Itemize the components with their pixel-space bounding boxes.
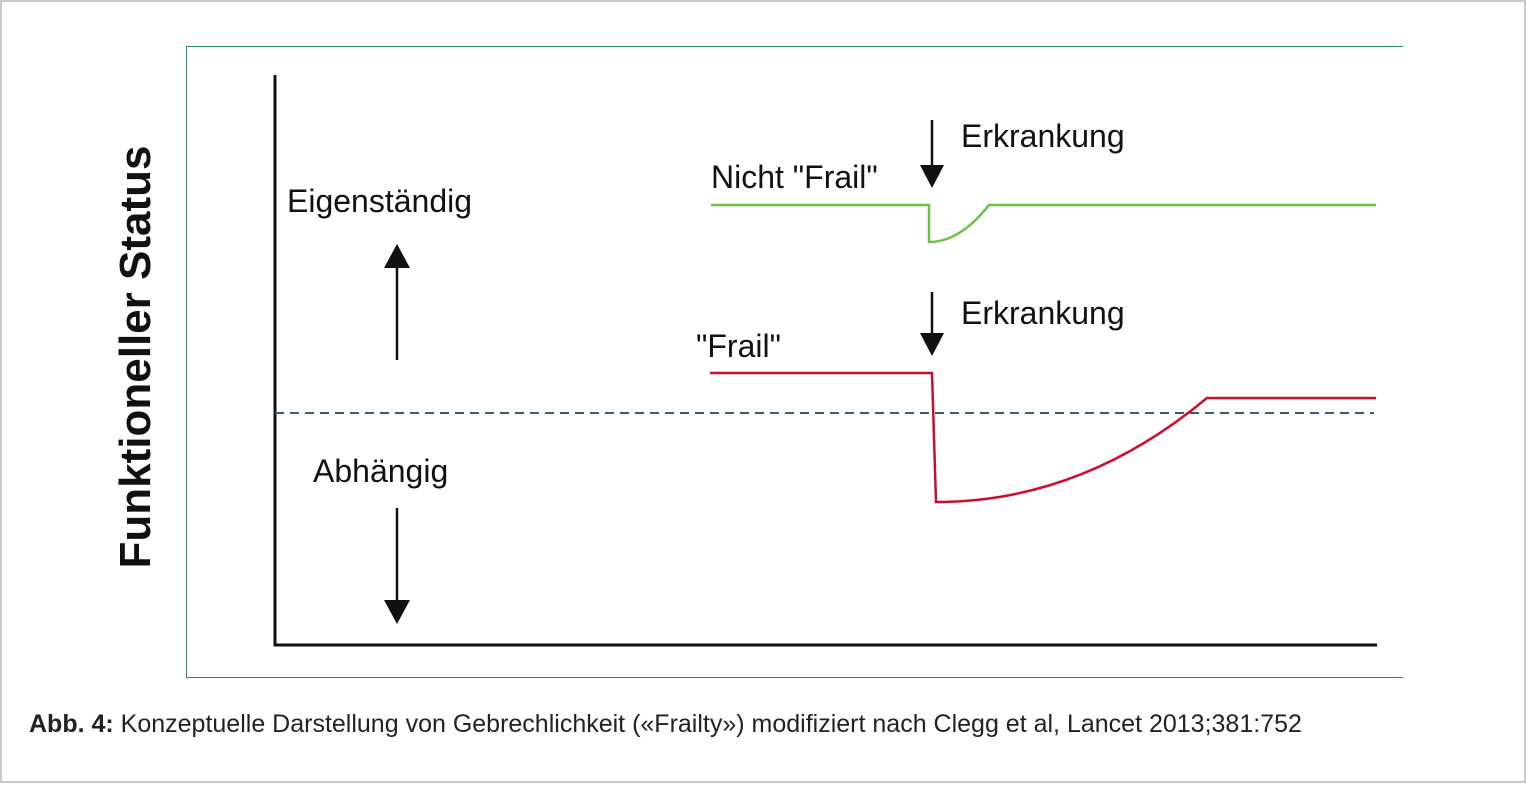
frail-curve (710, 371, 1376, 504)
event-label-2: Erkrankung (961, 295, 1125, 331)
down-arrow-icon-event-2 (920, 333, 944, 356)
caption-prefix: Abb. 4: (29, 710, 114, 738)
caption-text: Konzeptuelle Darstellung von Gebrechlich… (113, 710, 1302, 738)
event-label-1: Erkrankung (961, 118, 1125, 154)
frailty-diagram: Funktioneller Status Eigenständig Abhäng… (111, 75, 1377, 647)
figure-caption: Abb. 4: Konzeptuelle Darstellung von Geb… (29, 710, 1509, 739)
down-arrow-icon-event-1 (920, 165, 944, 188)
frail-label: "Frail" (696, 328, 781, 364)
non-frail-label: Nicht "Frail" (711, 159, 878, 195)
upper-region-label: Eigenständig (287, 183, 472, 219)
lower-region-label: Abhängig (313, 453, 448, 489)
figure-frame (186, 46, 1403, 678)
non-frail-curve (711, 203, 1376, 244)
down-arrow-icon (384, 600, 410, 624)
up-arrow-icon (384, 244, 410, 268)
y-axis-title: Funktioneller Status (111, 146, 160, 569)
